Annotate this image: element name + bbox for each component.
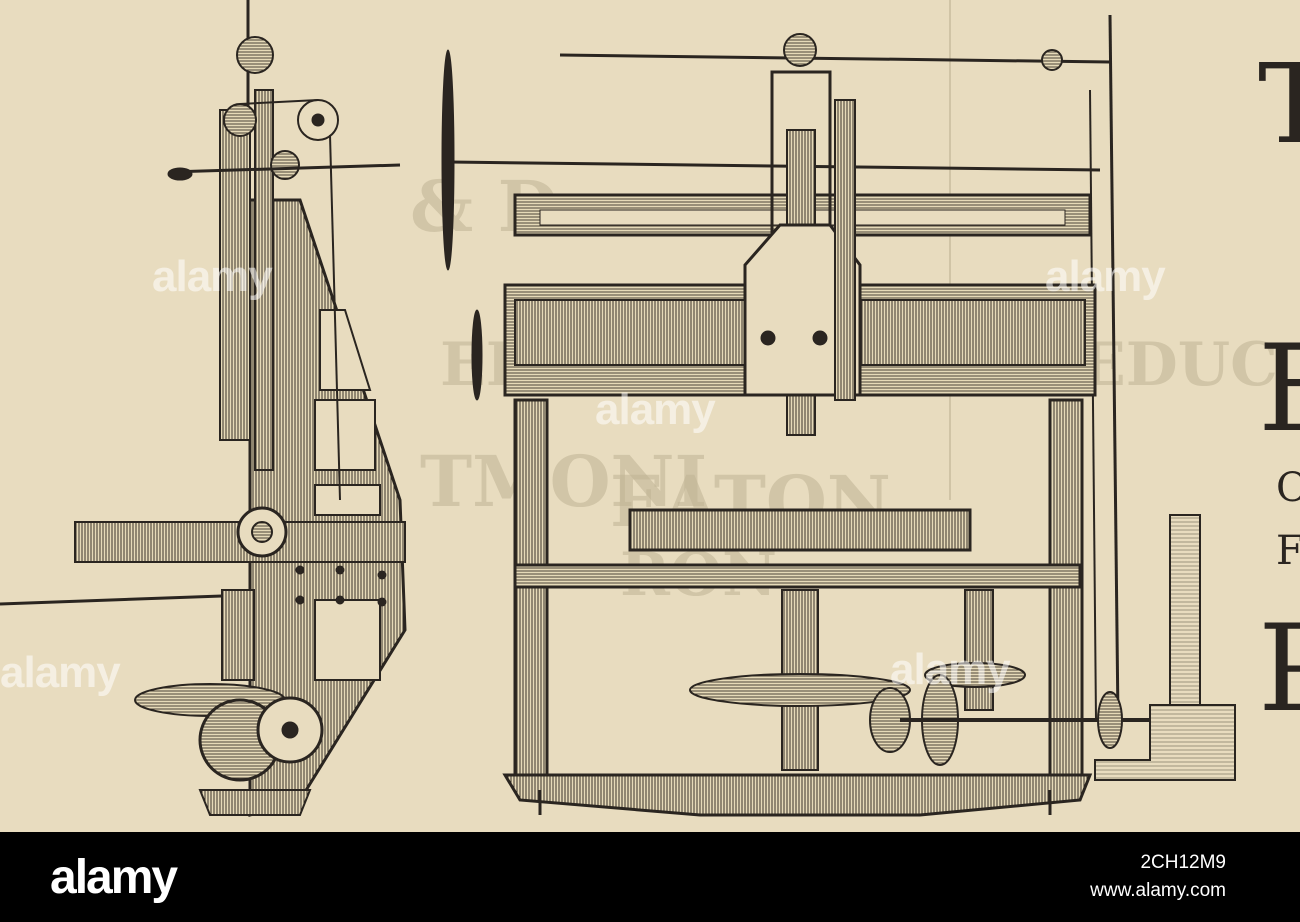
watermark-1: alamy bbox=[152, 252, 273, 301]
alamy-logo[interactable]: alamy bbox=[50, 851, 178, 904]
column-letter-o: O bbox=[1276, 465, 1300, 511]
watermark-2: alamy bbox=[595, 385, 716, 434]
front-view-machine bbox=[441, 14, 1236, 817]
engraving-image: & D EDUC TMONI EATON RON EDUC T F O F P bbox=[0, 0, 1300, 832]
side-view-machine bbox=[0, 0, 407, 818]
site-url[interactable]: www.alamy.com bbox=[1090, 880, 1226, 901]
watermark-5: alamy bbox=[890, 645, 1011, 694]
footer-bar: alamy 2CH12M9 www.alamy.com bbox=[0, 832, 1300, 922]
column-letter-f2: F bbox=[1276, 528, 1300, 574]
column-letter-p: P bbox=[1258, 600, 1300, 739]
column-letter-t: T bbox=[1258, 40, 1300, 168]
watermark-3: alamy bbox=[1045, 252, 1166, 301]
machine-illustration bbox=[0, 0, 1236, 818]
column-letter-f: F bbox=[1258, 320, 1300, 459]
watermark-4: alamy bbox=[0, 648, 121, 697]
image-id: 2CH12M9 bbox=[1140, 852, 1226, 873]
